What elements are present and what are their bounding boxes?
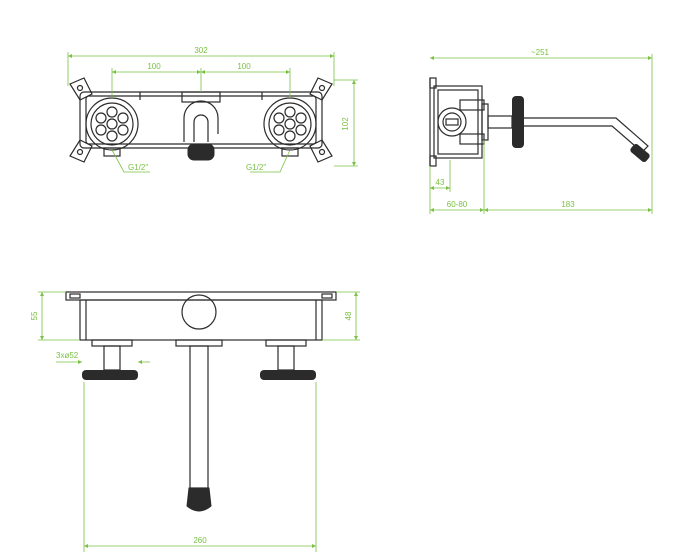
dim-side-depth: 43: [436, 178, 445, 187]
dim-wall-range: 60-80: [447, 200, 468, 209]
front-flange: [65, 291, 337, 301]
handle-stem: [487, 115, 513, 129]
valve-port: [95, 124, 107, 136]
valve-port: [117, 112, 129, 124]
dim-side-length: ~251: [531, 48, 550, 57]
spout-pipe: [193, 114, 209, 142]
flange-tab: [69, 293, 81, 299]
dim-thread-left: G1/2": [128, 163, 148, 172]
front-view: 55 48 3xø52 260: [30, 291, 360, 552]
handle-knob: [512, 96, 524, 148]
side-view: ~251 43 60-80 183: [429, 48, 653, 214]
spout-front: [189, 345, 209, 489]
handle-knob-right: [260, 370, 316, 380]
valve-port: [284, 106, 296, 118]
inlet-stub-right: [281, 147, 299, 157]
leader-thread-right: [250, 149, 291, 173]
dim-front-height-right: 48: [344, 311, 353, 320]
spout-front-tip: [186, 487, 212, 512]
handle-stem-right: [277, 345, 295, 371]
dim-overall-width: 302: [194, 46, 208, 55]
valve-left-outer: [85, 97, 139, 151]
side-valve-inner: [442, 112, 462, 132]
dim-front-height-left: 55: [30, 311, 39, 320]
spout-outlet: [187, 143, 215, 161]
front-outlet-ring: [181, 294, 217, 330]
handle-knob-left: [82, 370, 138, 380]
screw-hole: [76, 84, 84, 92]
screw-hole: [76, 148, 84, 156]
side-valve-outer: [437, 107, 467, 137]
valve-port: [95, 112, 107, 124]
dim-spout-reach: 183: [561, 200, 575, 209]
valve-port: [117, 124, 129, 136]
screw-hole: [318, 148, 326, 156]
valve-port: [284, 118, 296, 130]
valve-port: [273, 124, 285, 136]
valve-left-inner: [90, 102, 134, 146]
valve-port: [106, 130, 118, 142]
inlet-stub-left: [103, 147, 121, 157]
dim-box-height: 102: [341, 117, 350, 131]
valve-port: [106, 106, 118, 118]
side-valve-slot: [445, 118, 459, 126]
valve-port: [295, 112, 307, 124]
screw-hole: [318, 84, 326, 92]
mount-ear-bottom-left: [69, 139, 93, 163]
valve-port: [284, 130, 296, 142]
mount-ear-top-right: [309, 77, 333, 101]
spout-bend: [183, 100, 219, 142]
flange-tab: [321, 293, 333, 299]
mount-ear-bottom-right: [309, 139, 333, 163]
spout-side: [524, 117, 649, 153]
dim-bottom-width: 260: [193, 536, 207, 545]
side-bracket: [459, 133, 485, 145]
valve-port: [106, 118, 118, 130]
valve-right-inner: [268, 102, 312, 146]
leader-thread-left: [111, 149, 150, 173]
valve-port: [273, 112, 285, 124]
dim-thread-right: G1/2": [246, 163, 266, 172]
mount-ear-top-left: [69, 77, 93, 101]
spout-aerator: [630, 143, 650, 163]
valve-plate-left: [91, 339, 133, 347]
dim-left-spacing: 100: [147, 62, 161, 71]
box-inner: [85, 95, 317, 145]
handle-stem-left: [103, 345, 121, 371]
dim-knob-diameter: 3xø52: [56, 351, 79, 360]
top-view: 302 100 100 102 G1/2" G1/2": [67, 46, 358, 173]
valve-plate-right: [265, 339, 307, 347]
side-bracket: [459, 99, 485, 111]
valve-right-outer: [263, 97, 317, 151]
spout-plate-front: [175, 339, 223, 347]
mount-tab: [429, 155, 437, 167]
mount-tab: [429, 77, 437, 89]
front-box: [79, 299, 323, 341]
dim-right-spacing: 100: [237, 62, 251, 71]
valve-port: [295, 124, 307, 136]
